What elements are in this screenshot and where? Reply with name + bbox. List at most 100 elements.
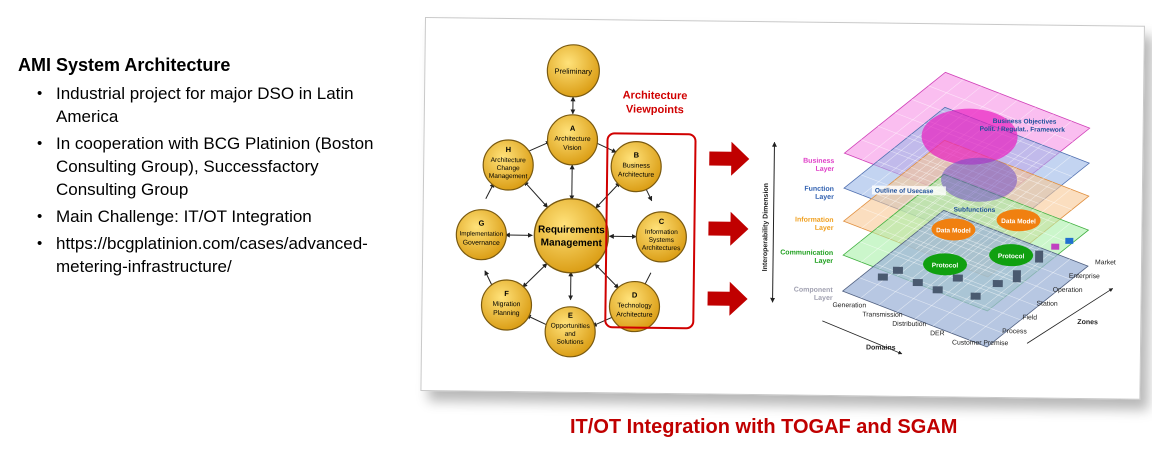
data-model-label-2: Data Model [1001, 218, 1036, 225]
interoperability-axis-label: Interoperability Dimension [762, 183, 770, 271]
togaf-phase-g: G Implementation Governance [455, 209, 507, 261]
grid-line [909, 236, 1055, 294]
protocol-label-1: Protocol [932, 262, 959, 269]
zone-market: Market [1095, 259, 1116, 266]
svg-text:Systems: Systems [649, 237, 675, 244]
grid-line [893, 250, 1038, 307]
svg-text:G: G [479, 219, 485, 228]
svg-text:B: B [634, 151, 640, 160]
svg-text:Polit. / Regulat.. Framework: Polit. / Regulat.. Framework [980, 126, 1066, 134]
zone-enterprise: Enterprise [1069, 273, 1100, 280]
svg-text:Change: Change [497, 165, 521, 172]
domain-generation: Generation [832, 302, 866, 309]
bullet-item: Industrial project for major DSO in Lati… [37, 82, 378, 128]
domains-title: Domains [866, 344, 896, 351]
grid-line [859, 277, 1004, 334]
communication-layer-label: Communication [780, 249, 833, 257]
figure-caption: IT/OT Integration with TOGAF and SGAM [570, 416, 958, 438]
togaf-phase-e: E Opportunities and Solutions [544, 306, 596, 358]
svg-text:and: and [565, 331, 576, 338]
bullet-link[interactable]: https://bcgplatinion.com/cases/advanced-… [37, 232, 378, 278]
svg-text:E: E [568, 311, 573, 320]
svg-text:Solutions: Solutions [556, 339, 584, 346]
togaf-phase-c: C Information Systems Architectures [635, 211, 687, 263]
zone-station: Station [1036, 300, 1057, 307]
svg-text:Opportunities: Opportunities [551, 323, 591, 330]
svg-text:Governance: Governance [463, 239, 500, 246]
domains-axis: Generation Transmission Distribution DER… [822, 302, 1009, 355]
data-model-shape-1 [931, 218, 976, 241]
architecture-figure: Preliminary Requirements Management A Ar… [420, 17, 1145, 400]
layer-labels: Business Layer Function Layer Informatio… [780, 158, 834, 302]
interoperability-axis [770, 141, 777, 303]
component-devices [877, 237, 1074, 300]
zone-operation: Operation [1053, 287, 1083, 294]
togaf-phase-f: F Migration Planning [480, 279, 533, 331]
zones-title: Zones [1077, 319, 1098, 326]
business-objectives-label: Business Objectives [993, 118, 1057, 126]
domain-customer: Customer Premise [952, 339, 1009, 347]
svg-text:D: D [632, 291, 638, 300]
svg-text:Information: Information [645, 229, 678, 236]
sgam-annotations: Business Objectives Polit. / Regulat.. F… [871, 118, 1066, 270]
svg-text:F: F [504, 289, 509, 298]
togaf-adm-cycle: Preliminary Requirements Management A Ar… [455, 44, 697, 358]
svg-text:Architectures: Architectures [642, 245, 681, 252]
viewpoints-label-line2: Viewpoints [626, 103, 684, 116]
svg-text:Architecture: Architecture [618, 171, 655, 178]
zone-field: Field [1022, 314, 1037, 321]
svg-text:Business: Business [622, 162, 650, 169]
business-objectives-ellipse [921, 108, 1018, 165]
function-layer-label: Function [804, 186, 834, 193]
svg-text:Layer: Layer [814, 258, 833, 265]
outline-usecase-bg [871, 185, 946, 196]
svg-text:C: C [659, 217, 665, 226]
slide-title: AMI System Architecture [18, 55, 231, 75]
data-model-label-1: Data Model [936, 227, 971, 234]
information-layer-label: Information [795, 217, 834, 224]
togaf-phase-b: B Business Architecture [610, 140, 662, 193]
figure-canvas: Preliminary Requirements Management A Ar… [455, 44, 1116, 358]
togaf-center-line1: Requirements [538, 224, 605, 236]
svg-text:Layer: Layer [815, 225, 834, 232]
domain-transmission: Transmission [862, 311, 902, 318]
grid-line [860, 207, 1005, 264]
zones-axis: Market Enterprise Operation Station Fiel… [1002, 259, 1116, 344]
component-layer-label: Component [794, 287, 834, 294]
svg-text:Layer: Layer [814, 295, 833, 302]
svg-text:Architecture: Architecture [554, 136, 591, 143]
outline-usecase-label: Outline of Usecase [875, 188, 934, 196]
svg-text:Management: Management [489, 173, 528, 180]
red-arrow-icon [708, 211, 749, 246]
zone-process: Process [1002, 328, 1027, 335]
bullet-list: Industrial project for major DSO in Lati… [18, 82, 378, 278]
svg-text:A: A [570, 124, 576, 133]
data-model-shape-2 [996, 209, 1041, 232]
togaf-phase-a: A Architecture Vision [546, 114, 599, 166]
svg-text:Vision: Vision [563, 145, 582, 152]
protocol-shape-1 [923, 253, 968, 276]
grid-line [860, 174, 1006, 231]
svg-text:Planning: Planning [493, 310, 520, 317]
svg-text:Migration: Migration [492, 301, 520, 308]
viewpoints-label-line1: Architecture [623, 89, 688, 102]
subfunctions-label: Subfunctions [954, 206, 996, 214]
protocol-label-2: Protocol [998, 253, 1025, 260]
svg-text:Architecture: Architecture [616, 311, 653, 318]
togaf-preliminary-label: Preliminary [555, 67, 593, 76]
svg-text:Architecture: Architecture [491, 157, 527, 164]
red-arrow-icon [709, 141, 750, 176]
svg-text:H: H [506, 145, 512, 154]
togaf-node-preliminary [546, 44, 600, 98]
togaf-node-requirements [533, 198, 610, 274]
svg-text:Layer: Layer [815, 194, 834, 201]
protocol-shape-2 [989, 244, 1034, 267]
business-layer-label: Business [803, 158, 834, 165]
domain-der: DER [930, 330, 945, 337]
slide-text-block: AMI System Architecture Industrial proje… [18, 55, 378, 282]
svg-text:Implementation: Implementation [459, 230, 503, 238]
togaf-phase-d: D Technology Architecture [608, 280, 661, 333]
viewpoints-highlight-box [604, 132, 697, 330]
togaf-center-line2: Management [541, 237, 603, 249]
bullet-item: Main Challenge: IT/OT Integration [37, 205, 378, 228]
